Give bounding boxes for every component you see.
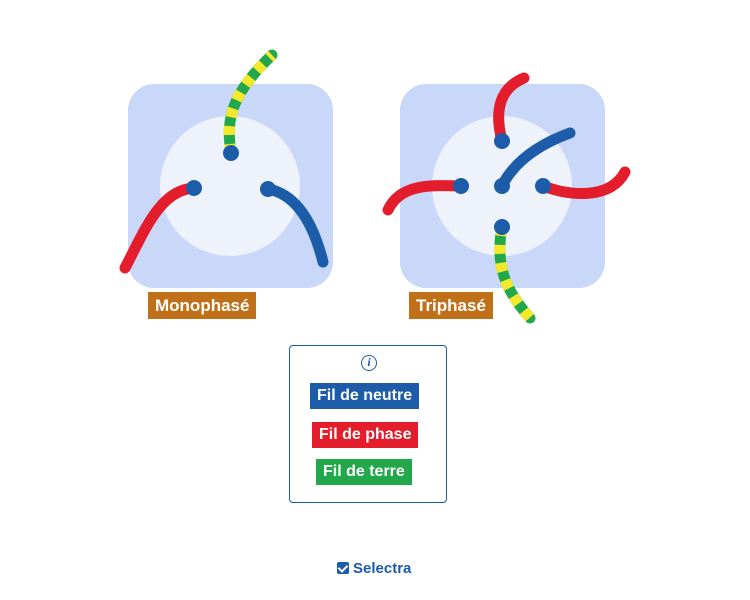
socket-monophase	[119, 49, 333, 288]
socket-pin	[494, 178, 510, 194]
check-box-icon	[337, 562, 349, 574]
socket-face	[160, 116, 300, 256]
earth-wire	[494, 221, 536, 324]
legend-neutral: Fil de neutre	[310, 383, 420, 409]
legend-earth: Fil de terre	[316, 459, 412, 485]
phase-wire	[537, 166, 631, 199]
phase-wire	[493, 72, 530, 147]
legend-box: i Fil de neutre Fil de phase Fil de terr…	[289, 345, 447, 503]
phase-wire	[382, 180, 467, 216]
socket-pin	[260, 181, 276, 197]
socket-pin	[186, 180, 202, 196]
socket-pin	[494, 133, 510, 149]
socket-triphase	[382, 72, 631, 324]
info-icon: i	[361, 355, 377, 371]
earth-wire-stripes	[223, 51, 276, 154]
brand-logo: Selectra	[337, 558, 411, 578]
phase-wire	[119, 182, 200, 274]
socket-pin	[535, 178, 551, 194]
socket-pin	[494, 219, 510, 235]
neutral-wire	[262, 183, 329, 268]
brand-name: Selectra	[353, 559, 412, 577]
neutral-wire	[496, 127, 576, 192]
legend-phase: Fil de phase	[312, 422, 419, 448]
socket-pin	[453, 178, 469, 194]
label-triphase: Triphasé	[409, 292, 493, 319]
label-monophase: Monophasé	[148, 292, 257, 319]
socket-pin	[223, 145, 239, 161]
